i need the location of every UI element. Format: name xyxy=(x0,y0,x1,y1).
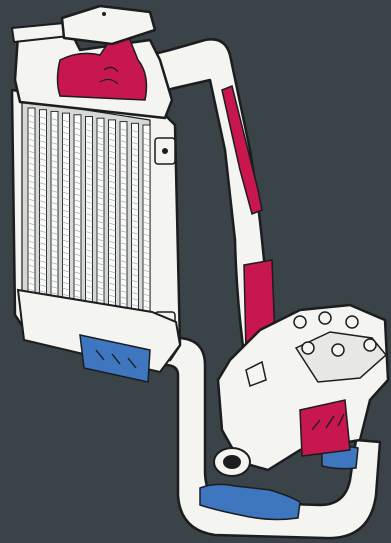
radiator xyxy=(12,90,180,382)
radiator-fins xyxy=(28,108,150,325)
hot-coolant-in-engine xyxy=(300,400,350,456)
